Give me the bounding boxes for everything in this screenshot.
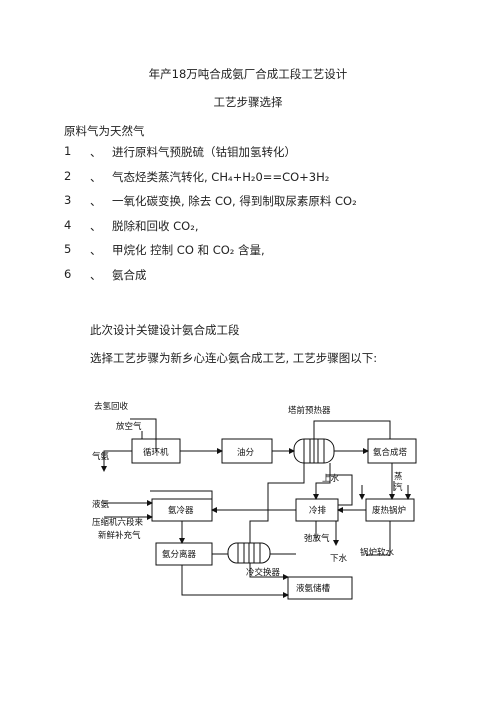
step-text: 气态烃类蒸汽转化, CH₄+H₂0==CO+3H₂: [112, 169, 330, 184]
from-compressor-label: 压缩机六段来: [92, 517, 144, 528]
to-recovery-label: 去氢回收: [94, 401, 129, 412]
step-number: 4: [64, 217, 72, 232]
ammonia-separator-label: 氨分离器: [162, 549, 197, 560]
liquid-ammonia-tank-label: 液氨储槽: [296, 583, 331, 594]
intro-text: 原料气为天然气: [64, 124, 145, 138]
lower-water-label: 下水: [330, 553, 348, 564]
cold-exchanger-label: 冷交换器: [246, 567, 281, 578]
process-step: 6 、氨合成: [64, 267, 357, 292]
process-step: 1 、进行原料气预脱硫（钴钼加氢转化）: [64, 144, 357, 169]
step-separator: 、: [90, 194, 102, 209]
document-title: 年产18万吨合成氨厂合成工段工艺设计: [148, 67, 348, 81]
step-number: 1: [64, 144, 72, 158]
liquid-ammonia-label: 液氨: [92, 499, 110, 510]
oil-separator-label: 油分: [237, 447, 255, 458]
upper-water-label: 上水: [322, 473, 340, 484]
fresh-makeup-gas-label: 新鲜补充气: [98, 530, 141, 541]
process-step: 3 、一氧化碳变换, 除去 CO, 得到制取尿素原料 CO₂: [64, 193, 357, 218]
waste-heat-boiler-label: 废热锅炉: [372, 505, 406, 516]
step-text: 进行原料气预脱硫（钴钼加氢转化）: [112, 145, 296, 159]
process-flow-diagram: 去氢回收 放空气 气氨 塔前预热器 上水 蒸 汽 液氨 压缩机六段来 新鲜补充气…: [92, 401, 417, 600]
liquid-ammonia-tank-box: [287, 576, 353, 600]
step-text: 氨合成: [112, 267, 147, 282]
ammonia-converter-label: 氨合成塔: [373, 447, 408, 458]
ammonia-gas-label: 气氨: [92, 451, 110, 462]
process-step: 4 、脱除和回收 CO₂,: [64, 218, 357, 243]
ammonia-cooler-label: 氨冷器: [168, 505, 194, 516]
document-subtitle: 工艺步骤选择: [213, 95, 283, 109]
boiler-water-label: 锅炉软水: [360, 547, 395, 558]
step-number: 2: [64, 168, 72, 183]
process-step: 2 、气态烃类蒸汽转化, CH₄+H₂0==CO+3H₂: [64, 169, 357, 194]
process-selection-text: 选择工艺步骤为新乡心连心氨合成工艺, 工艺步骤图以下:: [90, 351, 378, 365]
process-step: 5 、甲烷化 控制 CO 和 CO₂ 含量,: [64, 242, 357, 267]
step-number: 5: [64, 242, 72, 257]
steam-label-1: 蒸: [394, 471, 403, 482]
step-separator: 、: [90, 267, 102, 282]
step-separator: 、: [90, 243, 102, 258]
design-focus-text: 此次设计关键设计氨合成工段: [90, 323, 240, 337]
step-separator: 、: [90, 218, 102, 233]
recycle-compressor-label: 循环机: [143, 447, 169, 458]
step-text: 脱除和回收 CO₂,: [112, 218, 199, 233]
step-separator: 、: [90, 145, 102, 159]
step-separator: 、: [90, 169, 102, 184]
pre-tower-exchanger-icon: [293, 438, 335, 464]
pre-tower-exchanger-label: 塔前预热器: [288, 405, 331, 416]
purge-gas-label: 弛放气: [304, 533, 330, 544]
process-steps-list: 1、进行原料气预脱硫（钴钼加氢转化） 2、气态烃类蒸汽转化, CH₄+H₂0==…: [64, 144, 357, 292]
steam-label-2: 汽: [394, 482, 403, 493]
vent-gas-label: 放空气: [116, 421, 142, 432]
step-number: 6: [64, 266, 72, 281]
step-text: 一氧化碳变换, 除去 CO, 得到制取尿素原料 CO₂: [112, 194, 357, 209]
step-number: 3: [64, 193, 72, 208]
water-cooler-label: 冷排: [309, 505, 327, 516]
step-text: 甲烷化 控制 CO 和 CO₂ 含量,: [112, 243, 265, 258]
cold-exchanger-icon: [227, 542, 271, 564]
